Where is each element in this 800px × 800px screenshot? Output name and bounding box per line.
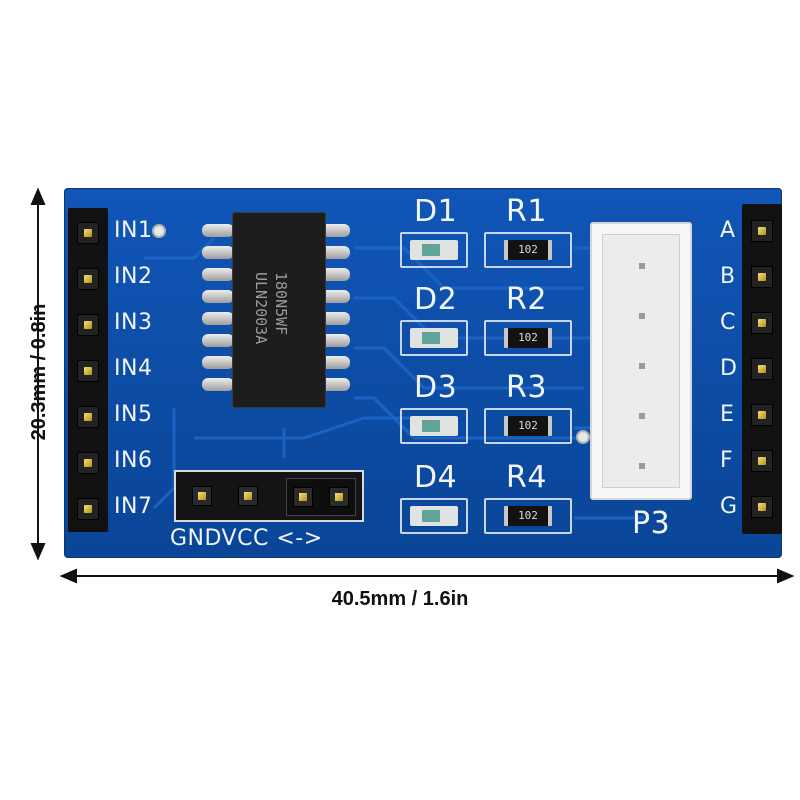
output-pin[interactable] <box>751 450 773 472</box>
input-pin[interactable] <box>77 498 99 520</box>
p3-connector[interactable] <box>590 222 692 500</box>
output-pin[interactable] <box>751 404 773 426</box>
resistor-r1: 102 <box>504 240 552 260</box>
via-hole <box>576 430 590 444</box>
resistor-r1-pad: 102 <box>484 232 572 268</box>
gnd-pin[interactable] <box>192 486 212 506</box>
led-d3 <box>410 416 458 436</box>
label-out-f: F <box>720 448 734 473</box>
label-r4: R4 <box>506 460 547 495</box>
label-out-c: C <box>720 310 736 335</box>
label-p3: P3 <box>632 506 671 541</box>
output-pin[interactable] <box>751 312 773 334</box>
input-pin-header[interactable] <box>68 208 108 532</box>
label-in3: IN3 <box>114 310 153 335</box>
height-dimension-label: 20.3mm / 0.8in <box>28 303 50 441</box>
led-d3-pad <box>400 408 468 444</box>
width-dimension-label: 40.5mm / 1.6in <box>331 588 469 610</box>
label-out-e: E <box>720 402 735 427</box>
output-pin[interactable] <box>751 358 773 380</box>
input-pin[interactable] <box>77 406 99 428</box>
width-arrow-left <box>59 568 77 584</box>
output-pin-header[interactable] <box>742 204 782 534</box>
resistor-r3: 102 <box>504 416 552 436</box>
resistor-r4-pad: 102 <box>484 498 572 534</box>
input-pin[interactable] <box>77 314 99 336</box>
label-in2: IN2 <box>114 264 153 289</box>
power-jumper-header[interactable] <box>174 470 364 522</box>
label-out-b: B <box>720 264 736 289</box>
output-pin[interactable] <box>751 266 773 288</box>
chip-marking-1: 180N5WF <box>272 272 290 336</box>
label-d3: D3 <box>414 370 458 405</box>
label-d4: D4 <box>414 460 458 495</box>
label-in1: IN1 <box>114 218 153 243</box>
led-d2-pad <box>400 320 468 356</box>
width-arrow-right <box>777 568 795 584</box>
jumper-cap[interactable] <box>286 478 356 516</box>
led-d4 <box>410 506 458 526</box>
led-d4-pad <box>400 498 468 534</box>
label-r1: R1 <box>506 194 547 229</box>
resistor-r4: 102 <box>504 506 552 526</box>
resistor-r2-pad: 102 <box>484 320 572 356</box>
chip-marking-2: ULN2003A <box>252 272 270 345</box>
driver-chip: 180N5WF ULN2003A <box>196 212 376 408</box>
label-r3: R3 <box>506 370 547 405</box>
height-arrow-bottom <box>30 543 46 561</box>
output-pin[interactable] <box>751 496 773 518</box>
led-d1-pad <box>400 232 468 268</box>
label-r2: R2 <box>506 282 547 317</box>
label-in4: IN4 <box>114 356 153 381</box>
input-pin[interactable] <box>77 360 99 382</box>
vcc-pin[interactable] <box>238 486 258 506</box>
label-in6: IN6 <box>114 448 153 473</box>
height-arrow-top <box>30 187 46 205</box>
pcb-board: IN1 IN2 IN3 IN4 IN5 IN6 IN7 180N5WF ULN2… <box>64 188 782 558</box>
led-d1 <box>410 240 458 260</box>
label-out-a: A <box>720 218 736 243</box>
label-power: GNDVCC <-> <box>170 526 323 551</box>
input-pin[interactable] <box>77 452 99 474</box>
resistor-r2: 102 <box>504 328 552 348</box>
via-hole <box>152 224 166 238</box>
label-out-d: D <box>720 356 738 381</box>
output-pin[interactable] <box>751 220 773 242</box>
label-d1: D1 <box>414 194 458 229</box>
label-d2: D2 <box>414 282 458 317</box>
input-pin[interactable] <box>77 222 99 244</box>
label-in5: IN5 <box>114 402 153 427</box>
led-d2 <box>410 328 458 348</box>
resistor-r3-pad: 102 <box>484 408 572 444</box>
label-in7: IN7 <box>114 494 153 519</box>
input-pin[interactable] <box>77 268 99 290</box>
label-out-g: G <box>720 494 738 519</box>
pcb-traces <box>144 236 644 520</box>
